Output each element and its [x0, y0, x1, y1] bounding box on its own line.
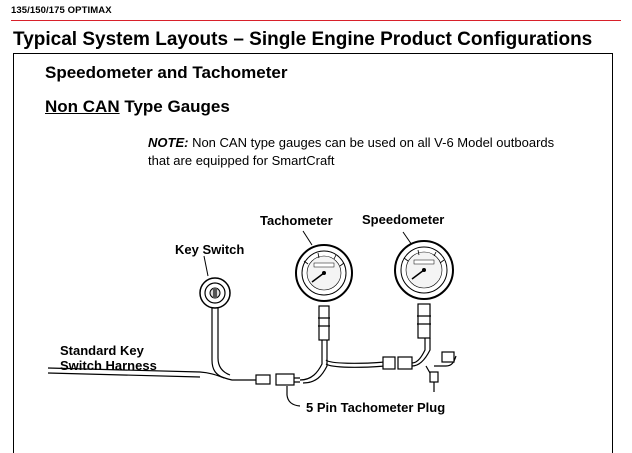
subsection-title: Non CAN Type Gauges [45, 97, 230, 117]
section-title: Speedometer and Tachometer [45, 63, 288, 82]
harness-connector [255, 374, 271, 385]
speedometer-stem [417, 303, 431, 339]
tachometer-label: Tachometer [260, 213, 333, 228]
tachometer-plug [275, 373, 295, 386]
harness-wire [47, 367, 258, 381]
header-rule [11, 20, 621, 21]
harness-label-line2: Switch Harness [60, 358, 157, 373]
note-text: Non CAN type gauges can be used on all V… [148, 135, 555, 168]
harness-label-line1: Standard Key [60, 343, 144, 358]
wiring-diagram [47, 230, 457, 407]
note: NOTE: Non CAN type gauges can be used on… [148, 134, 578, 170]
document-header: 135/150/175 OPTIMAX [11, 5, 112, 16]
junction-connector [382, 356, 396, 370]
plug-label: 5 Pin Tachometer Plug [306, 400, 446, 415]
page-title: Typical System Layouts – Single Engine P… [13, 29, 593, 50]
subsection-rest: Type Gauges [119, 97, 230, 116]
key-switch-lead [211, 306, 225, 379]
speedometer-gauge [394, 231, 454, 300]
subsection-underlined: Non CAN [45, 97, 120, 116]
key-switch-label: Key Switch [175, 242, 245, 257]
content-frame [13, 53, 613, 453]
tachometer-stem [318, 305, 330, 341]
speedometer-label: Speedometer [362, 212, 445, 227]
tachometer-gauge [295, 230, 353, 302]
key-switch [199, 255, 231, 309]
note-label: NOTE: [148, 135, 189, 150]
